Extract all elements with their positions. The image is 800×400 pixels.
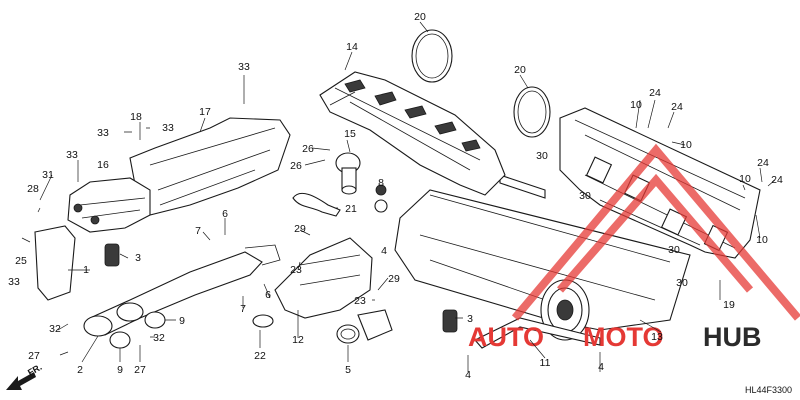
callout-9a: 9 (179, 315, 185, 327)
callout-8: 8 (378, 177, 384, 189)
callout-33a: 33 (238, 61, 250, 73)
autohub-watermark: AUTO MOTO HUB (468, 143, 800, 352)
callout-31: 31 (42, 169, 54, 181)
callout-17: 17 (199, 106, 211, 118)
callout-16: 16 (97, 159, 109, 171)
callout-20b: 20 (514, 64, 526, 76)
callout-11: 11 (540, 357, 551, 369)
callout-32a: 32 (49, 323, 61, 335)
callout-6a: 6 (222, 208, 228, 220)
callout-23b: 23 (354, 295, 366, 307)
diagram-code: HL44F3300 (745, 385, 792, 395)
callout-3a: 3 (135, 252, 141, 264)
callout-12: 12 (292, 334, 304, 346)
callout-10b: 10 (680, 139, 692, 151)
callout-25: 25 (15, 255, 27, 267)
callout-30a: 30 (536, 150, 548, 162)
callout-23a: 23 (290, 264, 302, 276)
callout-5: 5 (345, 364, 351, 376)
callout-29a: 29 (294, 223, 306, 235)
callout-33e: 33 (8, 276, 20, 288)
callout-7a: 7 (195, 225, 201, 237)
watermark-text-auto: AUTO (468, 322, 544, 352)
callout-19: 19 (723, 299, 735, 311)
callout-3b: 3 (467, 313, 473, 325)
callout-33b: 33 (97, 127, 109, 139)
callout-13: 13 (651, 331, 663, 343)
callout-26a: 26 (302, 143, 314, 155)
callout-4b: 4 (465, 369, 471, 381)
callout-28: 28 (27, 183, 39, 195)
part-13-muffler (394, 174, 691, 341)
front-marker-label: FR. (26, 362, 44, 378)
callout-22: 22 (254, 350, 266, 362)
callout-32b: 32 (153, 332, 165, 344)
part-14-heat-shield (319, 71, 506, 196)
callout-24d: 24 (771, 174, 783, 186)
part-17-heat-shield (129, 117, 291, 216)
callout-20a: 20 (414, 11, 426, 23)
callout-9b: 9 (117, 364, 123, 376)
callout-10d: 10 (756, 234, 768, 246)
callout-4a: 4 (381, 245, 387, 257)
callout-labels: 20 20 14 33 18 17 33 33 33 31 16 28 25 3… (8, 11, 783, 381)
callout-2: 2 (77, 364, 83, 376)
callout-21: 21 (345, 203, 357, 215)
front-direction-arrow: FR. (6, 362, 44, 390)
callout-33d: 33 (66, 149, 78, 161)
watermark-text-moto: MOTO (583, 322, 664, 352)
part-1-bracket (34, 225, 76, 301)
callout-15: 15 (344, 128, 356, 140)
callout-4c: 4 (598, 361, 604, 373)
callout-1: 1 (83, 264, 89, 276)
callout-10c: 10 (739, 173, 751, 185)
part-15-joint-pipe (335, 152, 388, 213)
watermark-text-hub: HUB (703, 322, 762, 352)
callout-27b: 27 (134, 364, 146, 376)
misc-rubbers-gaskets (104, 243, 458, 349)
callout-14: 14 (346, 41, 358, 53)
callout-27a: 27 (28, 350, 40, 362)
callout-10a: 10 (630, 99, 642, 111)
callout-29b: 29 (388, 273, 400, 285)
part-20-gasket-rings (411, 29, 551, 138)
callout-30b: 30 (579, 190, 591, 202)
callout-24b: 24 (671, 101, 683, 113)
callout-7b: 7 (240, 303, 246, 315)
callout-24a: 24 (649, 87, 661, 99)
callout-33c: 33 (162, 122, 174, 134)
part-12-heat-shield (274, 237, 373, 319)
part-2-exhaust-pipe (83, 244, 281, 337)
callout-6b: 6 (265, 289, 271, 301)
callout-26b: 26 (290, 160, 302, 172)
part-16-heat-shield (67, 177, 151, 233)
callout-18: 18 (130, 111, 142, 123)
callout-24c: 24 (757, 157, 769, 169)
part-5-gasket (336, 309, 393, 344)
callout-30d: 30 (676, 277, 688, 289)
part-21-sensor (292, 192, 341, 217)
callout-30c: 30 (668, 244, 680, 256)
